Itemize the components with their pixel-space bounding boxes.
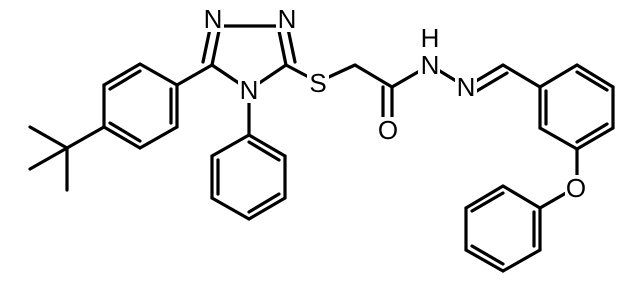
atom-label-n4: N [240,75,259,105]
atom-label-hydrazide-n: N [421,50,440,80]
atom-label-carbonyl-o: O [378,115,398,145]
atom-label-hydrazide-h: H [421,23,440,53]
atom-label-sulfur: S [309,68,326,98]
aryl-triazole-bond [175,63,214,87]
atom-label-n2: N [278,4,297,34]
tert-butyl-group [28,125,106,192]
n-phenyl-ring [210,88,287,221]
atom-labels: N N N S H N N O O [202,4,587,203]
tert-butylphenyl-ring [102,62,179,150]
phenoxy-ring [464,184,542,273]
atom-label-n1: N [204,4,223,34]
hydrazone-linkage [428,63,542,97]
atom-label-hydrazone-n: N [457,72,476,102]
benzylidene-ring [538,63,615,151]
ether-link [538,147,579,210]
atom-label-ether-o: O [566,173,586,203]
